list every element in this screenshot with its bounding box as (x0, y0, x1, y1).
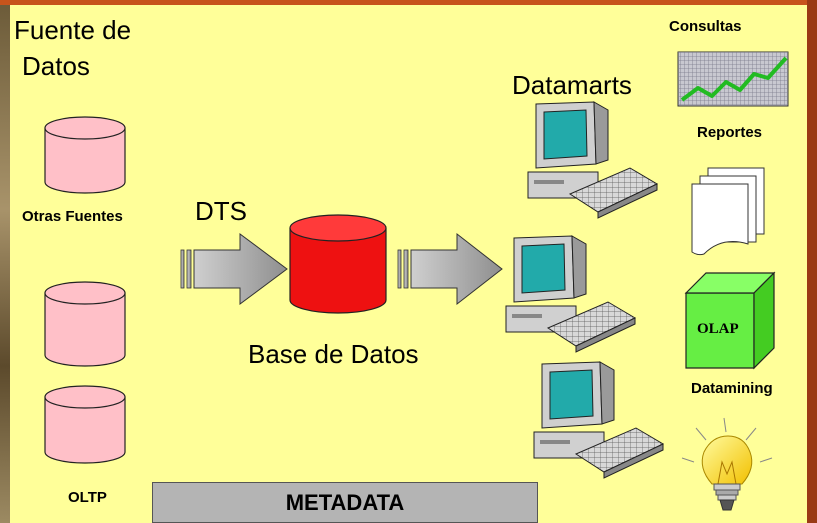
queries-label: Consultas (669, 18, 742, 35)
datamart-computer-1-icon (527, 101, 659, 219)
datamart-arrow-icon (397, 232, 503, 306)
top-border-decoration (0, 0, 817, 5)
queries-chart-icon (677, 51, 789, 107)
datamart-computer-3-icon (533, 361, 665, 479)
olap-cube-icon (684, 271, 776, 370)
other-sources-db-icon (44, 116, 126, 194)
dts-arrow-icon (180, 233, 288, 305)
right-border-decoration (807, 0, 817, 523)
metadata-bar: METADATA (152, 482, 538, 523)
sources-title-line2: Datos (22, 51, 90, 81)
warehouse-db-icon (289, 214, 387, 314)
reports-label: Reportes (697, 124, 763, 141)
reports-documents-icon (691, 167, 765, 256)
left-border-decoration (0, 0, 10, 523)
warehouse-label: Base de Datos (248, 339, 419, 369)
sources-title-line1: Fuente de (14, 15, 132, 45)
olap-label: OLAP (697, 321, 739, 337)
dts-label: DTS (195, 196, 247, 226)
datamining-label: Datamining (691, 380, 773, 397)
oltp-db-lower-icon (44, 385, 126, 464)
datamarts-label: Datamarts (512, 70, 632, 100)
other-sources-label: Otras Fuentes (22, 208, 123, 225)
datamining-lightbulb-icon (681, 417, 773, 511)
oltp-db-upper-icon (44, 281, 126, 367)
datamart-computer-2-icon (505, 235, 637, 353)
oltp-label: OLTP (68, 489, 107, 506)
slide-background (10, 5, 807, 523)
